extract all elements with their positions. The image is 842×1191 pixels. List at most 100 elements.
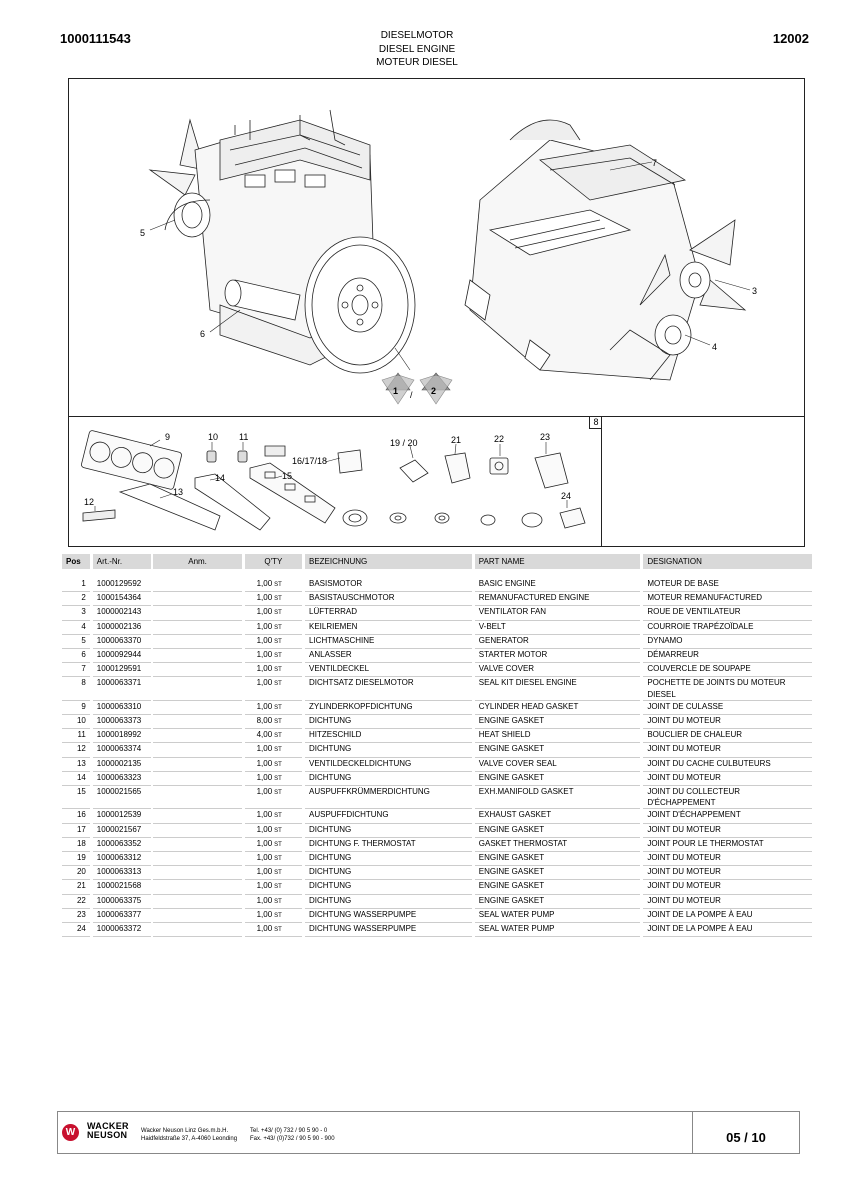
page-code: 12002: [772, 31, 809, 46]
row-anm: [153, 662, 242, 678]
row-part-name: ENGINE GASKET: [474, 894, 641, 909]
qty-value: 1,00: [256, 772, 273, 782]
row-pos: 2: [62, 591, 90, 607]
qty-unit: ST: [274, 596, 282, 603]
row-anm: [153, 757, 242, 772]
row-part-name: EXHAUST GASKET: [474, 808, 641, 824]
row-part-name: ENGINE GASKET: [474, 823, 641, 838]
company-street: Haidfeldstraße 37, A-4060 Leonding: [141, 1136, 238, 1142]
engine-illustration: 1 / 2 5 6 7: [140, 109, 757, 405]
row-bezeichnung: BASISTAUSCHMOTOR: [305, 591, 472, 607]
fax: Fax. +43/ (0)732 / 90 5 90 - 900: [250, 1136, 335, 1142]
row-bezeichnung: ANLASSER: [305, 648, 472, 664]
row-art-nr: 1000063373: [92, 714, 151, 730]
row-art-nr: 1000021568: [92, 879, 151, 895]
row-anm: [153, 771, 242, 787]
row-anm: [153, 837, 242, 853]
head-gasket-drawing: [81, 430, 182, 490]
wacker-neuson-logo-icon: W: [62, 1124, 79, 1141]
row-anm: [153, 785, 242, 810]
row-art-nr: 1000021567: [92, 823, 151, 838]
qty-value: 1,00: [256, 678, 273, 688]
row-anm: [153, 823, 242, 838]
qty-value: 1,00: [256, 758, 273, 768]
row-designation: JOINT DU MOTEUR: [643, 714, 812, 730]
company-address: Wacker Neuson Linz Ges.m.b.H. Haidfeldst…: [141, 1127, 237, 1143]
row-art-nr: 1000021565: [92, 785, 151, 810]
qty-value: 1,00: [256, 909, 273, 919]
row-anm: [153, 908, 242, 924]
row-part-name: ENGINE GASKET: [474, 851, 641, 867]
row-part-name: V-BELT: [474, 620, 641, 635]
row-anm: [153, 728, 242, 744]
figure-frame: [68, 78, 805, 547]
row-art-nr: 1000063352: [92, 837, 151, 853]
qty-unit: ST: [274, 704, 282, 711]
header-part-name: PART NAME: [474, 554, 641, 569]
seal-kit-illustration: 9 10 11 16/17/18 19 / 20 21 22 23 14 15 …: [81, 430, 586, 531]
row-bezeichnung: KEILRIEMEN: [305, 620, 472, 635]
row-art-nr: 1000063377: [92, 908, 151, 924]
recycle-symbols: 1 / 2: [381, 372, 453, 405]
qty-value: 1,00: [256, 701, 273, 711]
row-bezeichnung: LÜFTERRAD: [305, 605, 472, 621]
row-art-nr: 1000063310: [92, 700, 151, 716]
row-designation: JOINT DU MOTEUR: [643, 823, 812, 838]
row-part-name: VALVE COVER: [474, 662, 641, 678]
row-anm: [153, 676, 242, 701]
row-anm: [153, 922, 242, 938]
row-anm: [153, 894, 242, 909]
row-art-nr: 1000063371: [92, 676, 151, 701]
row-bezeichnung: AUSPUFFDICHTUNG: [305, 808, 472, 824]
qty-unit: ST: [274, 898, 282, 905]
title-english: DIESEL ENGINE: [378, 43, 456, 55]
parts-table: Pos Art.-Nr. Anm. Q'TY BEZEICHNUNG PART …: [62, 554, 812, 938]
callout-21: 21: [451, 435, 461, 445]
row-bezeichnung: DICHTUNG: [305, 823, 472, 838]
row-anm: [153, 700, 242, 716]
row-pos: 5: [62, 634, 90, 650]
wacker-neuson-logo-text: WACKER NEUSON: [87, 1122, 129, 1140]
fan-drawing: [639, 219, 747, 311]
kit-leader-lines: [94, 439, 568, 511]
qty-value: 1,00: [256, 810, 273, 820]
qty-unit: ST: [274, 856, 282, 863]
row-pos: 18: [62, 837, 90, 853]
row-anm: [153, 851, 242, 867]
row-designation: JOINT DU COLLECTEUR D'ÉCHAPPEMENT: [643, 785, 812, 810]
qty-value: 1,00: [256, 867, 273, 877]
row-part-name: GASKET THERMOSTAT: [474, 837, 641, 853]
row-designation: JOINT DU MOTEUR: [643, 879, 812, 895]
row-bezeichnung: DICHTUNG: [305, 771, 472, 787]
qty-value: 8,00: [256, 716, 273, 726]
row-bezeichnung: VENTILDECKEL: [305, 662, 472, 678]
row-art-nr: 1000063313: [92, 865, 151, 881]
row-art-nr: 1000012539: [92, 808, 151, 824]
row-part-name: SEAL KIT DIESEL ENGINE: [474, 676, 641, 701]
row-part-name: BASIC ENGINE: [474, 578, 641, 593]
telephone: Tel. +43/ (0) 732 / 90 5 90 - 0: [250, 1128, 328, 1134]
row-anm: [153, 591, 242, 607]
callout-24: 24: [561, 491, 571, 501]
row-part-name: REMANUFACTURED ENGINE: [474, 591, 641, 607]
engine-left-drawing: [148, 109, 416, 374]
row-art-nr: 1000018992: [92, 728, 151, 744]
row-art-nr: 1000063312: [92, 851, 151, 867]
row-anm: [153, 634, 242, 650]
qty-unit: ST: [274, 841, 282, 848]
row-designation: BOUCLIER DE CHALEUR: [643, 728, 812, 744]
qty-value: 1,00: [256, 650, 273, 660]
